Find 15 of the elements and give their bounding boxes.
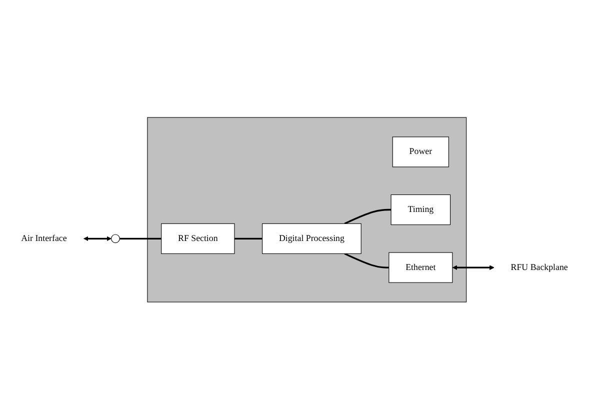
node-text: Air Interface bbox=[21, 233, 67, 243]
node-box: Digital Processing bbox=[262, 223, 362, 254]
connector bbox=[120, 238, 162, 240]
node-text: RFU Backplane bbox=[510, 262, 568, 272]
node-circle bbox=[111, 234, 120, 243]
node-box: Timing bbox=[390, 194, 451, 225]
connector bbox=[344, 252, 389, 268]
connector bbox=[344, 208, 392, 224]
node-box: Ethernet bbox=[388, 252, 453, 283]
node-box: RF Section bbox=[161, 223, 235, 254]
cluster bbox=[147, 116, 467, 302]
arrow bbox=[84, 236, 112, 241]
arrow bbox=[452, 264, 494, 270]
node-box: Power bbox=[392, 136, 449, 167]
connector bbox=[234, 238, 262, 240]
